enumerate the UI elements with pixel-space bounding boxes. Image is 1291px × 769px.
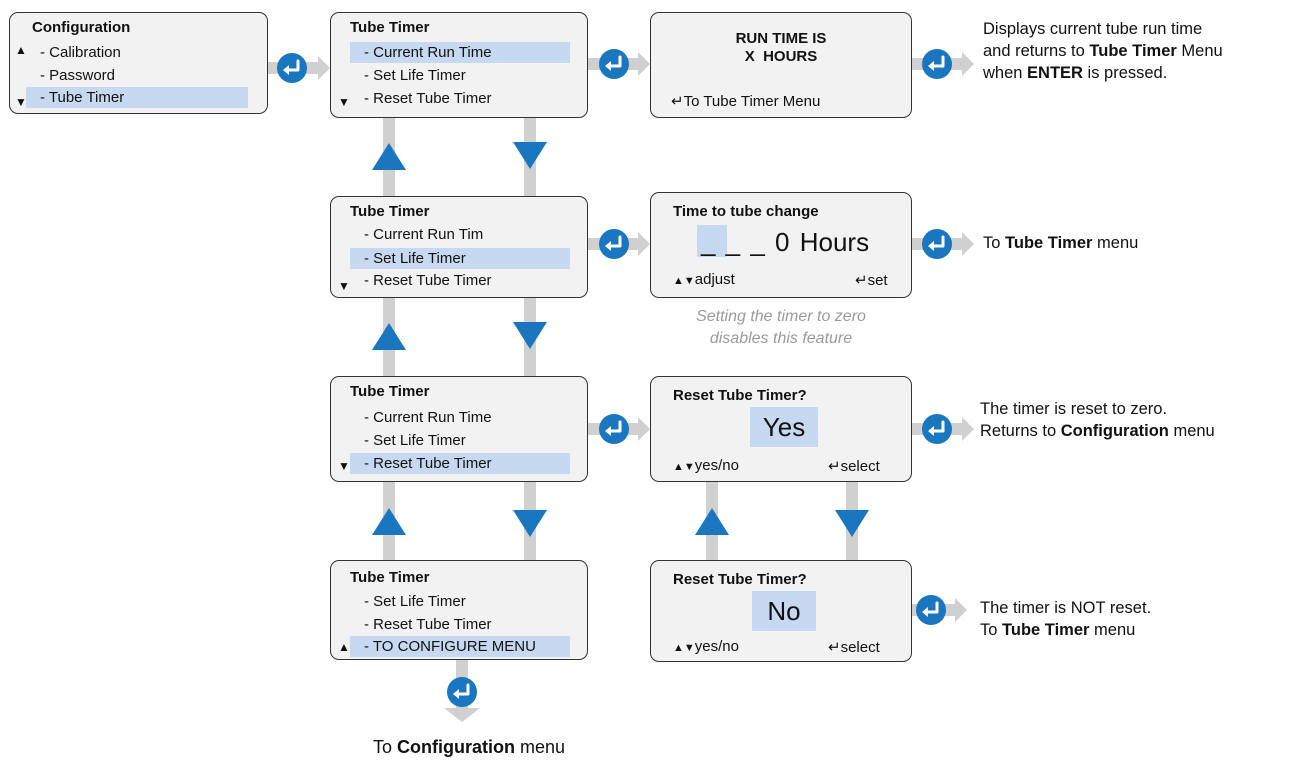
menu-item: - Password bbox=[40, 67, 116, 84]
up-down-arrows-icon: ▲▼ bbox=[673, 642, 695, 654]
up-triangle bbox=[372, 508, 406, 535]
menu-item: - Set Life Timer bbox=[364, 67, 466, 84]
reset-no-note: The timer is NOT reset. To Tube Timer me… bbox=[980, 599, 1152, 639]
run-time-screen: RUN TIME IS X HOURS ↵To Tube Timer Menu bbox=[650, 12, 912, 118]
menu-item: - Calibration bbox=[40, 44, 121, 61]
digit-cursor-highlight bbox=[697, 225, 727, 257]
menu-item: - Set Life Timer bbox=[364, 593, 466, 610]
tube-timer-screen-2: Tube Timer - Current Run Tim - Set Life … bbox=[330, 196, 588, 298]
menu-item: - Set Life Timer bbox=[364, 432, 466, 449]
navigation-triangles bbox=[372, 142, 869, 537]
menu-item-label: - Current Run Time bbox=[364, 44, 492, 61]
yes-no-hint: ▲▼yes/no bbox=[673, 457, 739, 474]
menu-item-selected: - Current Run Time bbox=[350, 42, 570, 63]
screen-title: Tube Timer bbox=[350, 569, 430, 586]
menu-item: - Current Run Time bbox=[364, 409, 492, 426]
down-arrow-icon: ▼ bbox=[15, 95, 27, 109]
up-arrow-icon: ▲ bbox=[15, 43, 27, 57]
run-time-line2: X HOURS bbox=[744, 48, 818, 65]
down-triangle bbox=[513, 142, 547, 169]
down-arrow-icon: ▼ bbox=[338, 459, 350, 473]
life-timer-note: To Tube Timer menu bbox=[983, 234, 1139, 252]
screen-title: Tube Timer bbox=[350, 19, 430, 36]
zero-disable-note: Setting the timer to zero disables this … bbox=[696, 308, 866, 347]
menu-item-selected: - Tube Timer bbox=[26, 87, 248, 108]
reset-no-screen: Reset Tube Timer? No ▲▼yes/no ↵select bbox=[650, 560, 912, 662]
set-hint: ↵set bbox=[855, 272, 888, 289]
configuration-menu-screen: Configuration ▲ - Calibration - Password… bbox=[9, 12, 268, 114]
up-arrow-icon: ▲ bbox=[338, 640, 350, 654]
reset-yes-note: The timer is reset to zero. Returns to C… bbox=[980, 400, 1215, 440]
menu-item: - Reset Tube Timer bbox=[364, 272, 492, 289]
up-down-arrows-icon: ▲▼ bbox=[673, 275, 695, 287]
run-time-footer: ↵To Tube Timer Menu bbox=[671, 92, 820, 110]
menu-item-label: - Reset Tube Timer bbox=[364, 455, 492, 472]
menu-item-label: - TO CONFIGURE MENU bbox=[364, 638, 536, 655]
bottom-note: To Configuration menu bbox=[373, 737, 566, 757]
tube-timer-screen-1: Tube Timer - Current Run Time - Set Life… bbox=[330, 12, 588, 118]
no-option: No bbox=[752, 591, 816, 631]
menu-item-label: - Set Life Timer bbox=[364, 250, 466, 267]
run-time-note: Displays current tube run time and retur… bbox=[983, 20, 1223, 82]
down-triangle bbox=[513, 510, 547, 537]
run-time-line1: RUN TIME IS bbox=[735, 30, 827, 47]
screen-title: Reset Tube Timer? bbox=[673, 571, 807, 588]
menu-item: - Current Run Tim bbox=[364, 226, 484, 243]
menu-item-selected: - Reset Tube Timer bbox=[350, 453, 570, 474]
menu-item-selected: - Set Life Timer bbox=[350, 248, 570, 269]
tube-timer-screen-4: Tube Timer - Set Life Timer - Reset Tube… bbox=[330, 560, 588, 660]
screen-title: Reset Tube Timer? bbox=[673, 387, 807, 404]
footer-label: To Tube Timer Menu bbox=[683, 93, 821, 110]
select-hint: ↵select bbox=[828, 639, 880, 656]
screen-title: Configuration bbox=[32, 19, 131, 36]
menu-item-selected: - TO CONFIGURE MENU bbox=[350, 636, 570, 657]
enter-icon: ↵ bbox=[828, 458, 841, 475]
screen-title: Time to tube change bbox=[673, 203, 819, 220]
yes-option: Yes bbox=[750, 407, 818, 447]
menu-item: - Reset Tube Timer bbox=[364, 616, 492, 633]
down-arrow-icon: ▼ bbox=[338, 95, 350, 109]
up-triangle bbox=[372, 323, 406, 350]
yes-no-hint: ▲▼yes/no bbox=[673, 638, 739, 655]
tube-timer-screen-3: Tube Timer - Current Run Time - Set Life… bbox=[330, 376, 588, 482]
hours-value: _ _ _ 0 Hours bbox=[701, 227, 870, 257]
reset-yes-screen: Reset Tube Timer? Yes ▲▼yes/no ↵select bbox=[650, 376, 912, 482]
screen-title: Tube Timer bbox=[350, 383, 430, 400]
adjust-hint: ▲▼adjust bbox=[673, 271, 735, 288]
down-arrow-icon: ▼ bbox=[338, 279, 350, 293]
up-down-arrows-icon: ▲▼ bbox=[673, 461, 695, 473]
up-triangle bbox=[372, 143, 406, 170]
enter-icon: ↵ bbox=[855, 272, 868, 289]
down-triangle bbox=[835, 510, 869, 537]
time-to-tube-change-screen: Time to tube change _ _ _ 0 Hours ▲▼adju… bbox=[650, 192, 912, 298]
down-triangle bbox=[513, 322, 547, 349]
menu-item: - Reset Tube Timer bbox=[364, 90, 492, 107]
enter-icon: ↵ bbox=[828, 639, 841, 656]
screen-title: Tube Timer bbox=[350, 203, 430, 220]
menu-item-label: - Tube Timer bbox=[40, 89, 125, 106]
up-triangle bbox=[695, 508, 729, 535]
enter-icon: ↵ bbox=[671, 93, 684, 110]
select-hint: ↵select bbox=[828, 458, 880, 475]
